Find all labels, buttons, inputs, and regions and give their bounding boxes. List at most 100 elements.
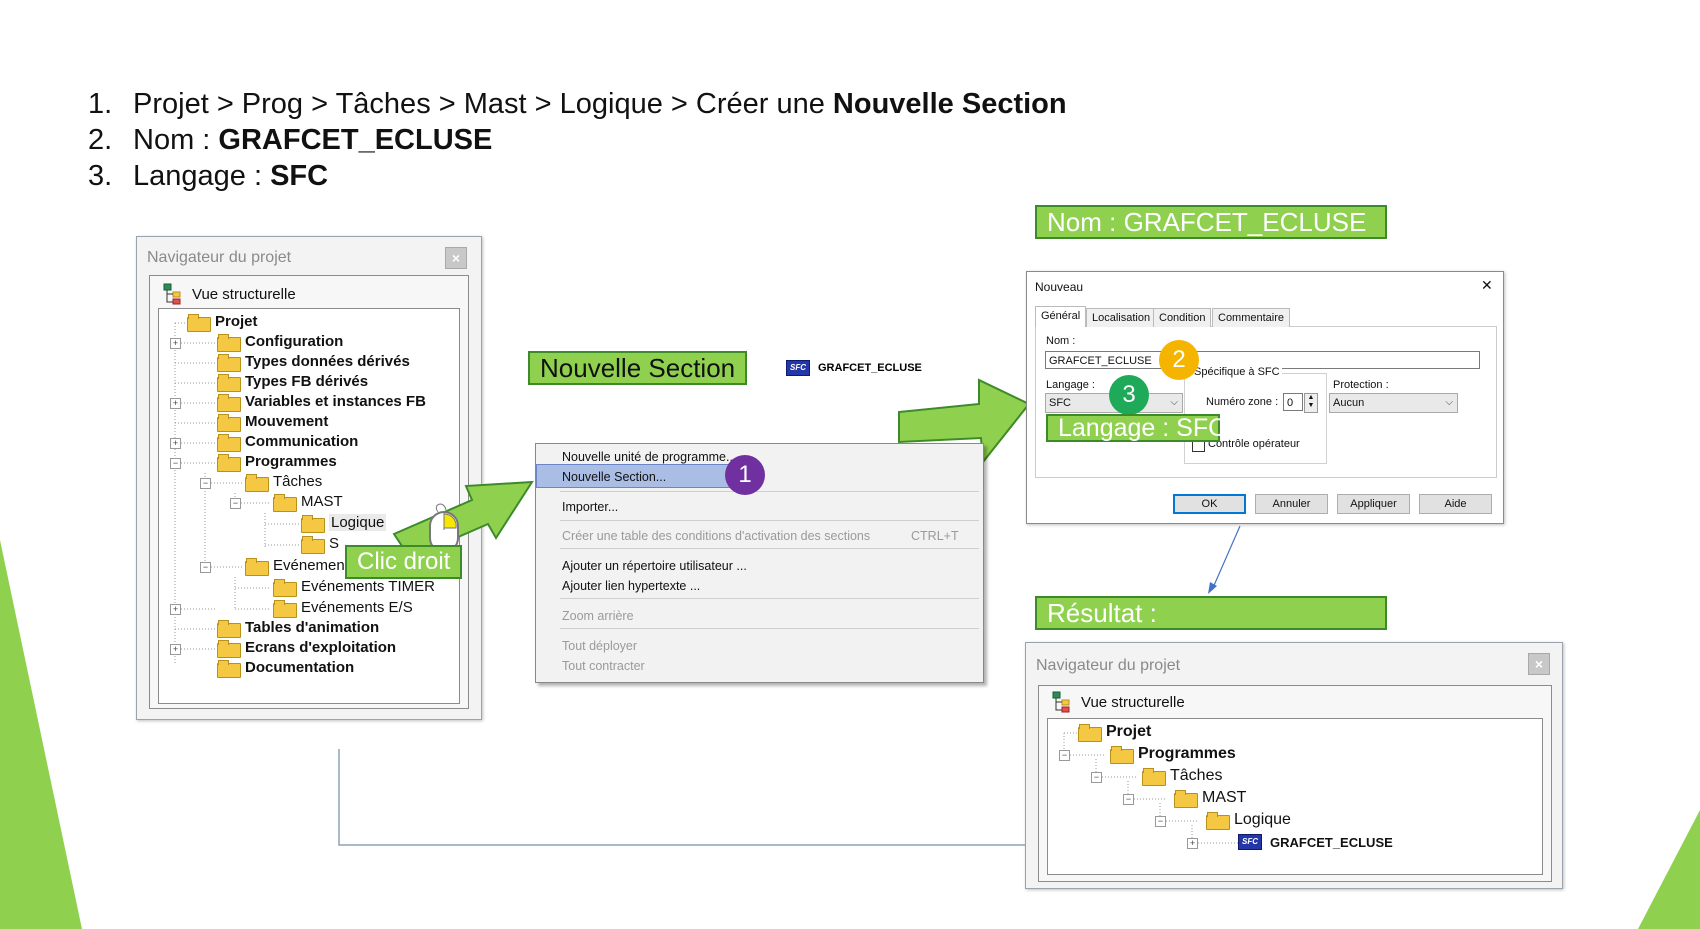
- tree-item-mast[interactable]: MAST: [273, 493, 343, 512]
- expander[interactable]: +: [170, 604, 181, 615]
- result-tree: − − − − + Projet Programmes Tâches MAST …: [1047, 718, 1543, 875]
- tree-item-logique[interactable]: Logique: [301, 514, 387, 533]
- expander[interactable]: −: [1123, 794, 1134, 805]
- folder-icon: [187, 313, 211, 332]
- expander[interactable]: +: [170, 338, 181, 349]
- instruction-list: 1.Projet > Prog > Tâches > Mast > Logiqu…: [88, 86, 1067, 194]
- tree-item-programmes[interactable]: Programmes: [1110, 745, 1236, 764]
- tree-item-taches[interactable]: Tâches: [245, 473, 322, 492]
- folder-icon: [217, 639, 241, 658]
- structure-view-icon: [163, 283, 181, 305]
- clic-droit-label: Clic droit: [345, 545, 463, 579]
- tab-condition[interactable]: Condition: [1153, 308, 1212, 327]
- navigator-title: Navigateur du projet: [147, 249, 292, 266]
- structure-view-header[interactable]: Vue structurelle: [1051, 691, 1185, 713]
- folder-icon: [273, 599, 297, 618]
- tree-item-types-donnees[interactable]: Types données dérivés: [217, 353, 410, 372]
- tree-item-taches[interactable]: Tâches: [1142, 767, 1222, 786]
- close-button[interactable]: ×: [1528, 653, 1550, 675]
- tree-item-projet[interactable]: Projet: [1078, 723, 1151, 742]
- folder-icon: [1142, 768, 1166, 786]
- tree-item-programmes[interactable]: Programmes: [217, 453, 337, 472]
- context-menu: Nouvelle unité de programme... Nouvelle …: [535, 443, 984, 683]
- project-tree: + + + − − − − + + Projet Configuration T…: [158, 308, 460, 704]
- aide-button[interactable]: Aide: [1419, 494, 1492, 514]
- menu-separator: [560, 520, 979, 521]
- zone-label: Numéro zone :: [1206, 396, 1279, 408]
- nom-field-label: Nom :: [1046, 335, 1076, 347]
- expander[interactable]: +: [170, 438, 181, 449]
- sfc-section-icon: SFC: [1238, 834, 1262, 850]
- expander[interactable]: −: [1091, 772, 1102, 783]
- tree-item-evenements-es[interactable]: Evénements E/S: [273, 599, 413, 618]
- decor-triangle-left: [0, 540, 82, 929]
- menu-item-importer[interactable]: Importer...: [562, 500, 619, 514]
- instruction-1: 1.Projet > Prog > Tâches > Mast > Logiqu…: [88, 88, 1067, 120]
- arrow-icon: [898, 378, 1031, 464]
- menu-item-creer-table[interactable]: Créer une table des conditions d'activat…: [562, 529, 871, 543]
- menu-shortcut: CTRL+T: [911, 529, 959, 543]
- tree-item-types-fb[interactable]: Types FB dérivés: [217, 373, 368, 392]
- zone-spinner[interactable]: ▲▼: [1304, 393, 1318, 413]
- expander[interactable]: +: [170, 644, 181, 655]
- tab-general[interactable]: Général: [1035, 306, 1087, 327]
- menu-item-ajouter-repertoire[interactable]: Ajouter un répertoire utilisateur ...: [562, 559, 747, 573]
- menu-item-nouvelle-section[interactable]: Nouvelle Section...: [562, 470, 667, 484]
- nom-label: Nom : GRAFCET_ECLUSE: [1035, 205, 1387, 239]
- tree-item-projet[interactable]: Projet: [187, 313, 258, 332]
- folder-icon: [245, 557, 269, 576]
- tree-item-configuration[interactable]: Configuration: [217, 333, 343, 352]
- menu-item-nouvelle-unite[interactable]: Nouvelle unité de programme...: [562, 450, 737, 464]
- menu-item-zoom-arriere[interactable]: Zoom arrière: [562, 609, 634, 623]
- expander[interactable]: +: [170, 398, 181, 409]
- tab-commentaire[interactable]: Commentaire: [1212, 308, 1291, 327]
- annuler-button[interactable]: Annuler: [1255, 494, 1328, 514]
- folder-icon: [1078, 724, 1102, 742]
- menu-item-tout-deployer[interactable]: Tout déployer: [562, 639, 638, 653]
- expander[interactable]: −: [1155, 816, 1166, 827]
- zone-input[interactable]: 0: [1283, 393, 1303, 411]
- tree-item-evenements-timer[interactable]: Evénements TIMER: [273, 578, 435, 597]
- tree-item-mast[interactable]: MAST: [1174, 789, 1246, 808]
- folder-icon: [273, 578, 297, 597]
- menu-item-ajouter-lien[interactable]: Ajouter lien hypertexte ...: [562, 579, 701, 593]
- ok-button[interactable]: OK: [1173, 494, 1246, 514]
- tree-item-documentation[interactable]: Documentation: [217, 659, 354, 678]
- folder-icon: [273, 493, 297, 512]
- decor-triangle-right: [1638, 810, 1700, 929]
- tree-item-evenements[interactable]: Evénemen: [245, 557, 345, 576]
- appliquer-button[interactable]: Appliquer: [1337, 494, 1410, 514]
- step-badge-2: 2: [1159, 340, 1199, 380]
- folder-icon: [217, 373, 241, 392]
- navigator-panel: Vue structurelle − − − − + Projet Progra…: [1038, 685, 1552, 882]
- menu-item-tout-contracter[interactable]: Tout contracter: [562, 659, 645, 673]
- close-button[interactable]: ×: [445, 247, 467, 269]
- folder-icon: [217, 659, 241, 678]
- tree-item-mouvement[interactable]: Mouvement: [217, 413, 328, 432]
- folder-icon: [1206, 812, 1230, 830]
- navigator-panel: Vue structurelle + + + − − − − + + Proje…: [149, 275, 469, 709]
- protection-select[interactable]: Aucun⌵: [1329, 393, 1458, 413]
- mouse-icon: [429, 503, 459, 553]
- expander[interactable]: −: [200, 562, 211, 573]
- expander[interactable]: −: [170, 458, 181, 469]
- sfc-section-icon: SFC: [786, 360, 810, 376]
- tree-item-tables-animation[interactable]: Tables d'animation: [217, 619, 379, 638]
- expander[interactable]: −: [230, 498, 241, 509]
- tab-localisation[interactable]: Localisation: [1086, 308, 1157, 327]
- tree-item-s[interactable]: S: [301, 535, 339, 554]
- section-preview: SFC GRAFCET_ECLUSE: [786, 360, 922, 376]
- structure-view-header[interactable]: Vue structurelle: [162, 283, 296, 305]
- expander[interactable]: −: [1059, 750, 1070, 761]
- dialog-title: Nouveau: [1035, 280, 1084, 294]
- tree-item-communication[interactable]: Communication: [217, 433, 358, 452]
- tree-item-logique[interactable]: Logique: [1206, 811, 1291, 830]
- navigator-title: Navigateur du projet: [1036, 657, 1181, 674]
- tree-item-variables[interactable]: Variables et instances FB: [217, 393, 426, 412]
- menu-highlight: [536, 464, 736, 488]
- expander[interactable]: −: [200, 478, 211, 489]
- expander[interactable]: +: [1187, 838, 1198, 849]
- dialog-close-icon[interactable]: ✕: [1481, 277, 1493, 293]
- tree-item-ecrans[interactable]: Ecrans d'exploitation: [217, 639, 396, 658]
